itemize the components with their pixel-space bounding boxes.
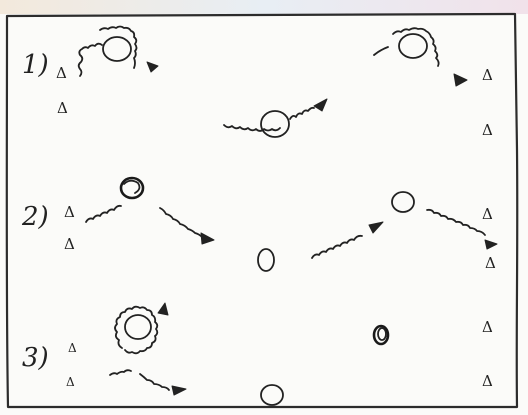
row2-circle-b [258, 249, 274, 271]
row2-right-triangle-a: Δ [482, 207, 493, 222]
row2-arrowhead-b [369, 222, 383, 233]
row2-triangle-a: Δ [64, 205, 75, 220]
row2-circle-c [392, 192, 414, 212]
row1-circle-b [261, 111, 289, 137]
row1-arrowhead-c [454, 74, 467, 86]
row1-right-triangle-a: Δ [482, 68, 493, 83]
row2-wavy-line-right [427, 210, 485, 235]
row3-circle-c-inner [378, 328, 386, 340]
row3-right-triangle-b: Δ [482, 374, 493, 389]
row2-right-triangle-b: Δ [485, 256, 496, 271]
row1-wavy-line-up [79, 44, 102, 76]
row1-wavy-line-out [290, 108, 314, 119]
row3-wavy-line-left [110, 370, 131, 375]
row1-dash-right [374, 47, 388, 55]
row3-arrowhead-up [158, 303, 168, 315]
row3-arrowhead-a [172, 386, 186, 395]
row2-circle-a-scribble [124, 181, 139, 193]
row3-number-label: 3) [22, 345, 49, 371]
row1-right-triangle-b: Δ [482, 123, 493, 138]
row2-arrowhead-a [201, 233, 214, 244]
row2-wavy-line-in [86, 206, 121, 222]
row2-wavy-line-mid [312, 236, 362, 258]
frame-border [7, 14, 518, 407]
row1-arrowhead-b [314, 99, 327, 111]
row2-arrowhead-c [485, 240, 497, 249]
row1-number-label: 1) [22, 52, 49, 78]
row2-number-label: 2) [22, 204, 49, 230]
row2-triangle-b: Δ [64, 237, 75, 252]
row3-circle-b [261, 385, 283, 405]
row3-triangle-b: Δ [66, 376, 75, 388]
row3-right-triangle-a: Δ [482, 320, 493, 335]
row3-wavy-line-out [140, 374, 169, 390]
row3-circle-a [125, 315, 151, 339]
row1-triangle-b: Δ [57, 101, 68, 116]
row1-wavy-line-mid [224, 125, 280, 131]
row3-triangle-a: Δ [68, 342, 77, 354]
scan-edge-tint [0, 0, 528, 14]
row1-circle-a [103, 37, 131, 61]
row1-circle-c [399, 34, 427, 58]
row1-arrowhead-a [147, 62, 158, 72]
row1-triangle-a: Δ [56, 66, 67, 81]
row2-wavy-line-out [160, 208, 202, 237]
